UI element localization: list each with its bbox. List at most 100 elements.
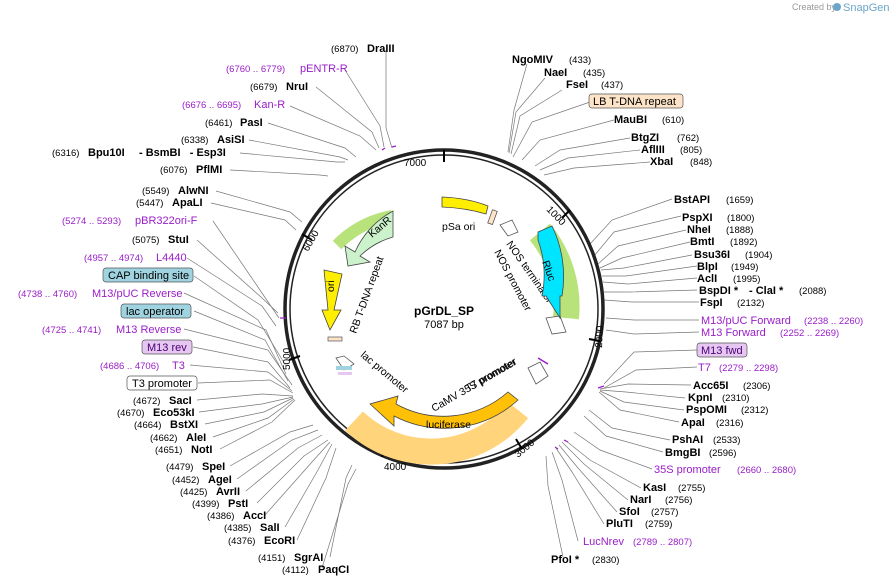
pspomi-pos: (2312)	[741, 405, 768, 416]
lac-operator-box[interactable]	[120, 303, 192, 319]
bpu10i-label[interactable]: Bpu10I	[88, 147, 125, 159]
agei-pos: (4452)	[172, 475, 199, 486]
pspxi-pos: (1800)	[727, 213, 754, 224]
kanr-primer-label[interactable]: Kan-R	[254, 99, 285, 111]
35s-promoter-primer-pos: (2660 .. 2680)	[737, 465, 796, 476]
plasmid-length: 7087 bp	[424, 319, 464, 331]
pshai-label[interactable]: PshAI	[672, 434, 703, 446]
saci-label[interactable]: SacI	[169, 395, 192, 407]
acci-pos: (4386)	[207, 511, 234, 522]
t3-promoter-box[interactable]	[126, 375, 198, 391]
bsmbi-esp3i-label[interactable]: - BsmBI - Esp3I	[139, 147, 226, 159]
maubi-label[interactable]: MauBI	[614, 114, 647, 126]
t3-label[interactable]: T3	[172, 360, 185, 372]
eco53ki-label[interactable]: Eco53kI	[153, 407, 195, 419]
t7-primer-label[interactable]: T7	[698, 362, 711, 374]
kasi-label[interactable]: KasI	[643, 482, 666, 494]
xbai-pos: (848)	[690, 157, 712, 168]
m13-fwd-label: M13 fwd	[701, 345, 743, 357]
fsei-label[interactable]: FseI	[566, 79, 588, 91]
clai-label[interactable]: - ClaI *	[749, 285, 784, 297]
pflmi-label[interactable]: PflMI	[196, 164, 222, 176]
btgzi-label[interactable]: BtgZI	[631, 132, 659, 144]
m13-forward-label[interactable]: M13 Forward	[701, 327, 766, 339]
pasi-pos: (6461)	[205, 118, 232, 129]
bspdi-label[interactable]: BspDI *	[699, 285, 739, 297]
bspdi-pos: (2088)	[799, 286, 826, 297]
xbai-label[interactable]: XbaI	[650, 156, 673, 168]
fspi-label[interactable]: FspI	[700, 297, 723, 309]
luciferase-label: luciferase	[426, 419, 471, 431]
agei-label[interactable]: AgeI	[208, 474, 232, 486]
acli-label[interactable]: AclI	[697, 273, 717, 285]
l4440-label[interactable]: L4440	[156, 252, 187, 264]
bmgbi-label[interactable]: BmgBI	[665, 447, 700, 459]
bsu36i-pos: (1904)	[745, 250, 772, 261]
noti-label[interactable]: NotI	[191, 444, 212, 456]
nrui-label[interactable]: NruI	[286, 81, 308, 93]
asisi-label[interactable]: AsiSI	[217, 134, 245, 146]
afliii-label[interactable]: AflIII	[641, 144, 665, 156]
m13puc-fwd-label[interactable]: M13/pUC Forward	[701, 315, 791, 327]
leader-lines	[183, 50, 393, 569]
pbr-label[interactable]: pBR322ori-F	[135, 215, 198, 227]
acc65i-label[interactable]: Acc65I	[693, 380, 728, 392]
blpi-label[interactable]: BlpI	[697, 261, 718, 273]
sali-label[interactable]: SalI	[260, 522, 280, 534]
alei-label[interactable]: AleI	[186, 432, 206, 444]
bstxi-label[interactable]: BstXI	[170, 419, 198, 431]
naei-label[interactable]: NaeI	[544, 67, 567, 79]
m13-rev-box[interactable]	[141, 339, 193, 355]
l4440-pos: (4957 .. 4974)	[84, 253, 143, 264]
alei-pos: (4662)	[150, 433, 177, 444]
ori-label: ori	[325, 280, 337, 292]
ecori-label[interactable]: EcoRI	[264, 535, 295, 547]
35s-promoter-primer-label[interactable]: 35S promoter	[654, 464, 721, 476]
lb-tdna-label: LB T-DNA repeat	[593, 96, 676, 108]
tick-5000: 5000	[282, 347, 293, 370]
pluti-label[interactable]: PluTI	[606, 518, 633, 530]
sgrai-pos: (4151)	[258, 553, 285, 564]
lucnrev-label[interactable]: LucNrev	[583, 536, 624, 548]
draiii-label[interactable]: DraIII	[367, 43, 395, 55]
m13puc-rev-label[interactable]: M13/pUC Reverse	[92, 288, 182, 300]
pspomi-label[interactable]: PspOMI	[686, 404, 727, 416]
m13-reverse-label[interactable]: M13 Reverse	[116, 324, 181, 336]
sfoi-label[interactable]: SfoI	[619, 506, 640, 518]
stui-pos: (5075)	[132, 235, 159, 246]
pasi-label[interactable]: PasI	[240, 117, 263, 129]
apali-pos: (5447)	[136, 198, 163, 209]
bsu36i-label[interactable]: Bsu36I	[694, 249, 730, 261]
sali-pos: (4385)	[224, 523, 251, 534]
nhei-label[interactable]: NheI	[687, 224, 711, 236]
psti-label[interactable]: PstI	[228, 498, 248, 510]
pfoi-label[interactable]: PfoI *	[551, 554, 580, 566]
cap-binding-site-box[interactable]	[102, 267, 194, 283]
pspxi-label[interactable]: PspXI	[682, 212, 713, 224]
stui-label[interactable]: StuI	[168, 234, 189, 246]
bmti-label[interactable]: BmtI	[690, 236, 714, 248]
kpni-label[interactable]: KpnI	[688, 392, 712, 404]
blpi-pos: (1949)	[731, 262, 758, 273]
kanr-primer-pos: (6676 .. 6695)	[182, 100, 241, 111]
apai-label[interactable]: ApaI	[681, 417, 705, 429]
sgrai-label[interactable]: SgrAI	[294, 552, 323, 564]
ori-feature	[321, 269, 343, 331]
lb-tdna-box[interactable]	[588, 93, 684, 109]
bpu10i-pos: (6316)	[52, 148, 79, 159]
snapgene-logo-icon	[833, 3, 841, 11]
fsei-pos: (437)	[601, 80, 623, 91]
spei-label[interactable]: SpeI	[202, 461, 225, 473]
m13-fwd-box[interactable]	[696, 342, 748, 358]
paqci-label[interactable]: PaqCI	[318, 564, 349, 576]
bstapi-label[interactable]: BstAPI	[674, 194, 710, 206]
ngomiv-label[interactable]: NgoMIV	[512, 54, 554, 66]
camv-arrow	[527, 361, 549, 385]
pentr-label[interactable]: pENTR-R	[300, 63, 348, 75]
alwni-label[interactable]: AlwNI	[178, 185, 209, 197]
acci-label[interactable]: AccI	[243, 510, 266, 522]
avrii-label[interactable]: AvrII	[216, 486, 240, 498]
eco53ki-pos: (4670)	[117, 408, 144, 419]
apali-label[interactable]: ApaLI	[172, 197, 203, 209]
nari-label[interactable]: NarI	[630, 494, 651, 506]
